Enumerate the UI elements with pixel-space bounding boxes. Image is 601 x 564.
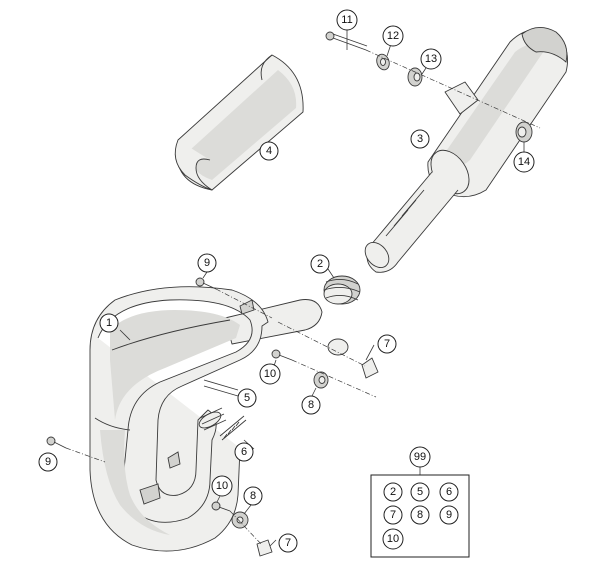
callout-8-lower: 8	[243, 486, 263, 506]
svg-text:2: 2	[390, 486, 396, 498]
spring-5	[203, 379, 239, 397]
svg-text:9: 9	[204, 257, 210, 269]
kit-item-8: 8	[410, 505, 430, 525]
svg-text:3: 3	[417, 133, 423, 145]
svg-text:7: 7	[384, 338, 390, 350]
svg-text:4: 4	[266, 145, 272, 157]
svg-text:10: 10	[264, 368, 276, 380]
callout-3: 3	[410, 129, 430, 149]
kit-item-9: 9	[439, 505, 459, 525]
svg-text:14: 14	[518, 156, 530, 168]
assembly-lines	[65, 49, 541, 546]
callout-2: 2	[310, 254, 330, 274]
heat-shield-sleeve	[174, 54, 304, 191]
svg-text:9: 9	[45, 456, 51, 468]
svg-text:7: 7	[285, 537, 291, 549]
silencer	[364, 27, 569, 273]
callout-11: 11	[336, 9, 358, 31]
kit-box: 99 2 5 6 7 8 9 10	[370, 446, 470, 558]
damper-8-upper	[313, 338, 349, 389]
svg-text:2: 2	[317, 258, 323, 270]
callout-9-upper: 9	[197, 253, 217, 273]
svg-text:13: 13	[425, 53, 437, 65]
bolt-9-upper	[195, 277, 217, 290]
clip-7-upper	[361, 357, 379, 379]
bolt-10-lower	[211, 501, 231, 512]
callout-5: 5	[237, 388, 257, 408]
callout-12: 12	[382, 25, 404, 47]
svg-text:12: 12	[387, 30, 399, 42]
bushing-13	[407, 67, 423, 87]
svg-text:10: 10	[387, 533, 399, 545]
svg-text:10: 10	[216, 480, 228, 492]
kit-item-7: 7	[383, 505, 403, 525]
svg-text:9: 9	[446, 509, 452, 521]
svg-text:5: 5	[244, 392, 250, 404]
svg-text:6: 6	[241, 446, 247, 458]
spring-6	[219, 415, 247, 441]
kit-item-2: 2	[383, 482, 403, 502]
clip-7-lower	[256, 539, 273, 557]
svg-text:99: 99	[414, 451, 426, 463]
svg-text:8: 8	[417, 509, 423, 521]
callout-8-upper: 8	[301, 395, 321, 415]
washer-12	[376, 53, 390, 71]
callout-1: 1	[99, 313, 119, 333]
callout-4: 4	[259, 141, 279, 161]
callout-6: 6	[234, 442, 254, 462]
sealing-ring	[323, 275, 361, 305]
callout-10-lower: 10	[211, 475, 233, 497]
kit-item-10: 10	[382, 528, 404, 550]
bolt-9-lower	[46, 436, 67, 449]
svg-text:8: 8	[250, 490, 256, 502]
damper-8-lower	[231, 511, 249, 529]
kit-item-5: 5	[410, 482, 430, 502]
bolt-10-upper	[271, 349, 293, 361]
svg-text:1: 1	[106, 317, 112, 329]
svg-text:6: 6	[446, 486, 452, 498]
svg-text:5: 5	[417, 486, 423, 498]
callout-13: 13	[420, 48, 442, 70]
callout-9-lower: 9	[38, 452, 58, 472]
callout-14: 14	[513, 151, 535, 173]
callout-10-upper: 10	[259, 363, 281, 385]
callout-7-upper: 7	[377, 334, 397, 354]
svg-text:7: 7	[390, 509, 396, 521]
bolt-11	[325, 31, 368, 51]
callout-7-lower: 7	[278, 533, 298, 553]
bushing-14	[515, 121, 533, 143]
kit-item-6: 6	[439, 482, 459, 502]
svg-text:8: 8	[308, 399, 314, 411]
callout-99: 99	[409, 446, 431, 468]
svg-text:11: 11	[341, 14, 352, 26]
